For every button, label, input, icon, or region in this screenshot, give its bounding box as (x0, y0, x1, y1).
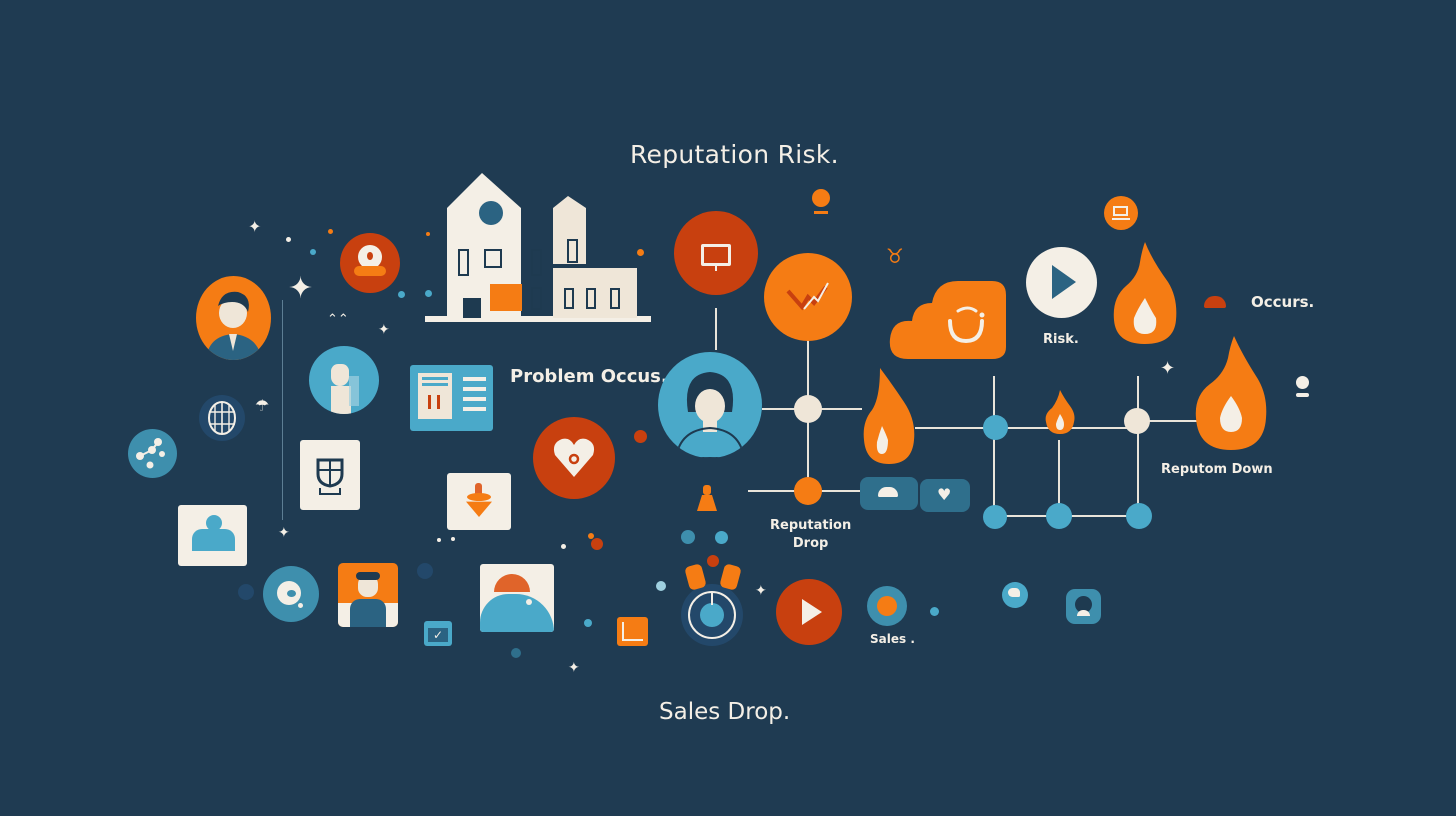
label-problem-occurs: Problem Occus. (510, 366, 668, 387)
chart-square-icon (617, 617, 648, 646)
junction-node (794, 395, 822, 423)
decor-dot (451, 537, 455, 541)
man-avatar-icon (309, 346, 379, 414)
person-card-icon (178, 505, 247, 566)
decor-dot (398, 291, 405, 298)
sparkle-icon: ✦ (1160, 358, 1176, 379)
junction-node (1046, 503, 1072, 529)
user-badge-icon (1066, 589, 1101, 624)
flame-icon (1112, 242, 1178, 346)
flame-icon (1044, 390, 1076, 436)
image-card-icon (480, 564, 554, 632)
building-icon (425, 168, 655, 328)
junction-node (1124, 408, 1150, 434)
heart-pin-icon (533, 417, 615, 499)
helmet-icon (1204, 296, 1226, 308)
decor-dot (426, 232, 430, 236)
connector-line (1137, 420, 1197, 422)
trend-chart-icon (764, 253, 852, 341)
hat-icon (697, 485, 717, 511)
shield-window-icon (300, 440, 360, 510)
flame-icon (1194, 336, 1268, 451)
junction-node (794, 477, 822, 505)
junction-node (983, 505, 1007, 529)
decor-dot (634, 430, 647, 443)
sparkle-icon: ✦ (248, 217, 262, 236)
decor-dot (417, 563, 433, 579)
label-reputation-drop-line2: Drop (792, 536, 829, 551)
decor-dot (584, 619, 592, 627)
dial-icon (681, 584, 743, 646)
decor-dot (425, 290, 432, 297)
decor-dot (310, 249, 316, 255)
decor-dot (526, 599, 532, 605)
junction-node (1126, 503, 1152, 529)
play-cream-icon (1026, 247, 1097, 318)
decor-dot (637, 249, 644, 256)
sparkle-icon: ✦ (278, 525, 290, 541)
bird-badge-icon (1002, 582, 1028, 608)
decor-dot (437, 538, 441, 542)
check-window-icon: ✓ (424, 621, 452, 646)
folder-document-icon (410, 365, 493, 431)
alarm-icon: ♉ (886, 244, 904, 268)
laptop-icon (1104, 196, 1138, 230)
dial-tab-icon (719, 563, 742, 591)
decor-dot (238, 584, 254, 600)
decor-dot (328, 229, 333, 234)
network-nodes-icon (128, 429, 177, 478)
decor-dot (681, 530, 695, 544)
heart-chip-icon: ♥ (920, 479, 970, 512)
decor-dot (511, 648, 521, 658)
g-logo-icon (263, 566, 319, 622)
connector-line (282, 300, 283, 520)
target-icon (867, 586, 907, 626)
globe-icon (199, 395, 245, 441)
lightbulb-base-icon (814, 211, 828, 214)
leaf-icon: ☂ (255, 396, 270, 415)
sparkle-icon: ✦ (378, 322, 390, 338)
lightbulb-icon (1296, 376, 1309, 389)
decor-dot (656, 581, 666, 591)
cloud-smile-icon (888, 279, 1008, 361)
label-risk: Risk. (1043, 332, 1079, 347)
junction-node (983, 415, 1008, 440)
decor-dot (588, 533, 594, 539)
man-avatar-square-icon (338, 563, 398, 627)
label-occurs: Occurs. (1251, 293, 1315, 311)
label-sales-drop: Sales Drop. (659, 699, 791, 725)
lightbulb-icon (812, 189, 830, 207)
sparkle-icon: ✦ (755, 583, 767, 599)
label-reputom-down: Reputom Down (1161, 462, 1273, 477)
camera-bubble-icon (340, 233, 400, 293)
title-reputation-risk: Reputation Risk. (630, 140, 839, 169)
decor-dot (591, 538, 603, 550)
play-button-icon (776, 579, 842, 645)
connector-line (1058, 440, 1060, 516)
presentation-icon (674, 211, 758, 295)
connector-line (915, 427, 1141, 429)
connector-line (993, 376, 995, 516)
label-sales-small: Sales . (870, 632, 915, 646)
connector-line (715, 308, 717, 350)
woman-avatar-large-icon (658, 352, 762, 458)
lightbulb-base-icon (1296, 393, 1309, 397)
decor-dot (715, 531, 728, 544)
cloud-chip-icon (860, 477, 918, 510)
bird-glyph-icon: ⌃⌃ (327, 312, 349, 327)
flame-icon (862, 368, 916, 466)
label-reputation-drop: Reputation Drop (770, 517, 851, 553)
sparkle-icon: ✦ (568, 660, 580, 676)
sparkle-icon: ✦ (288, 271, 314, 306)
decor-dot (561, 544, 566, 549)
label-reputation-drop-line1: Reputation (770, 518, 852, 533)
spinning-top-icon (447, 473, 511, 530)
decor-dot (286, 237, 291, 242)
connector-line (1137, 376, 1139, 516)
decor-dot (930, 607, 939, 616)
dial-tab-icon (684, 563, 707, 591)
dial-dot-icon (707, 555, 719, 567)
woman-avatar-icon (196, 276, 271, 360)
